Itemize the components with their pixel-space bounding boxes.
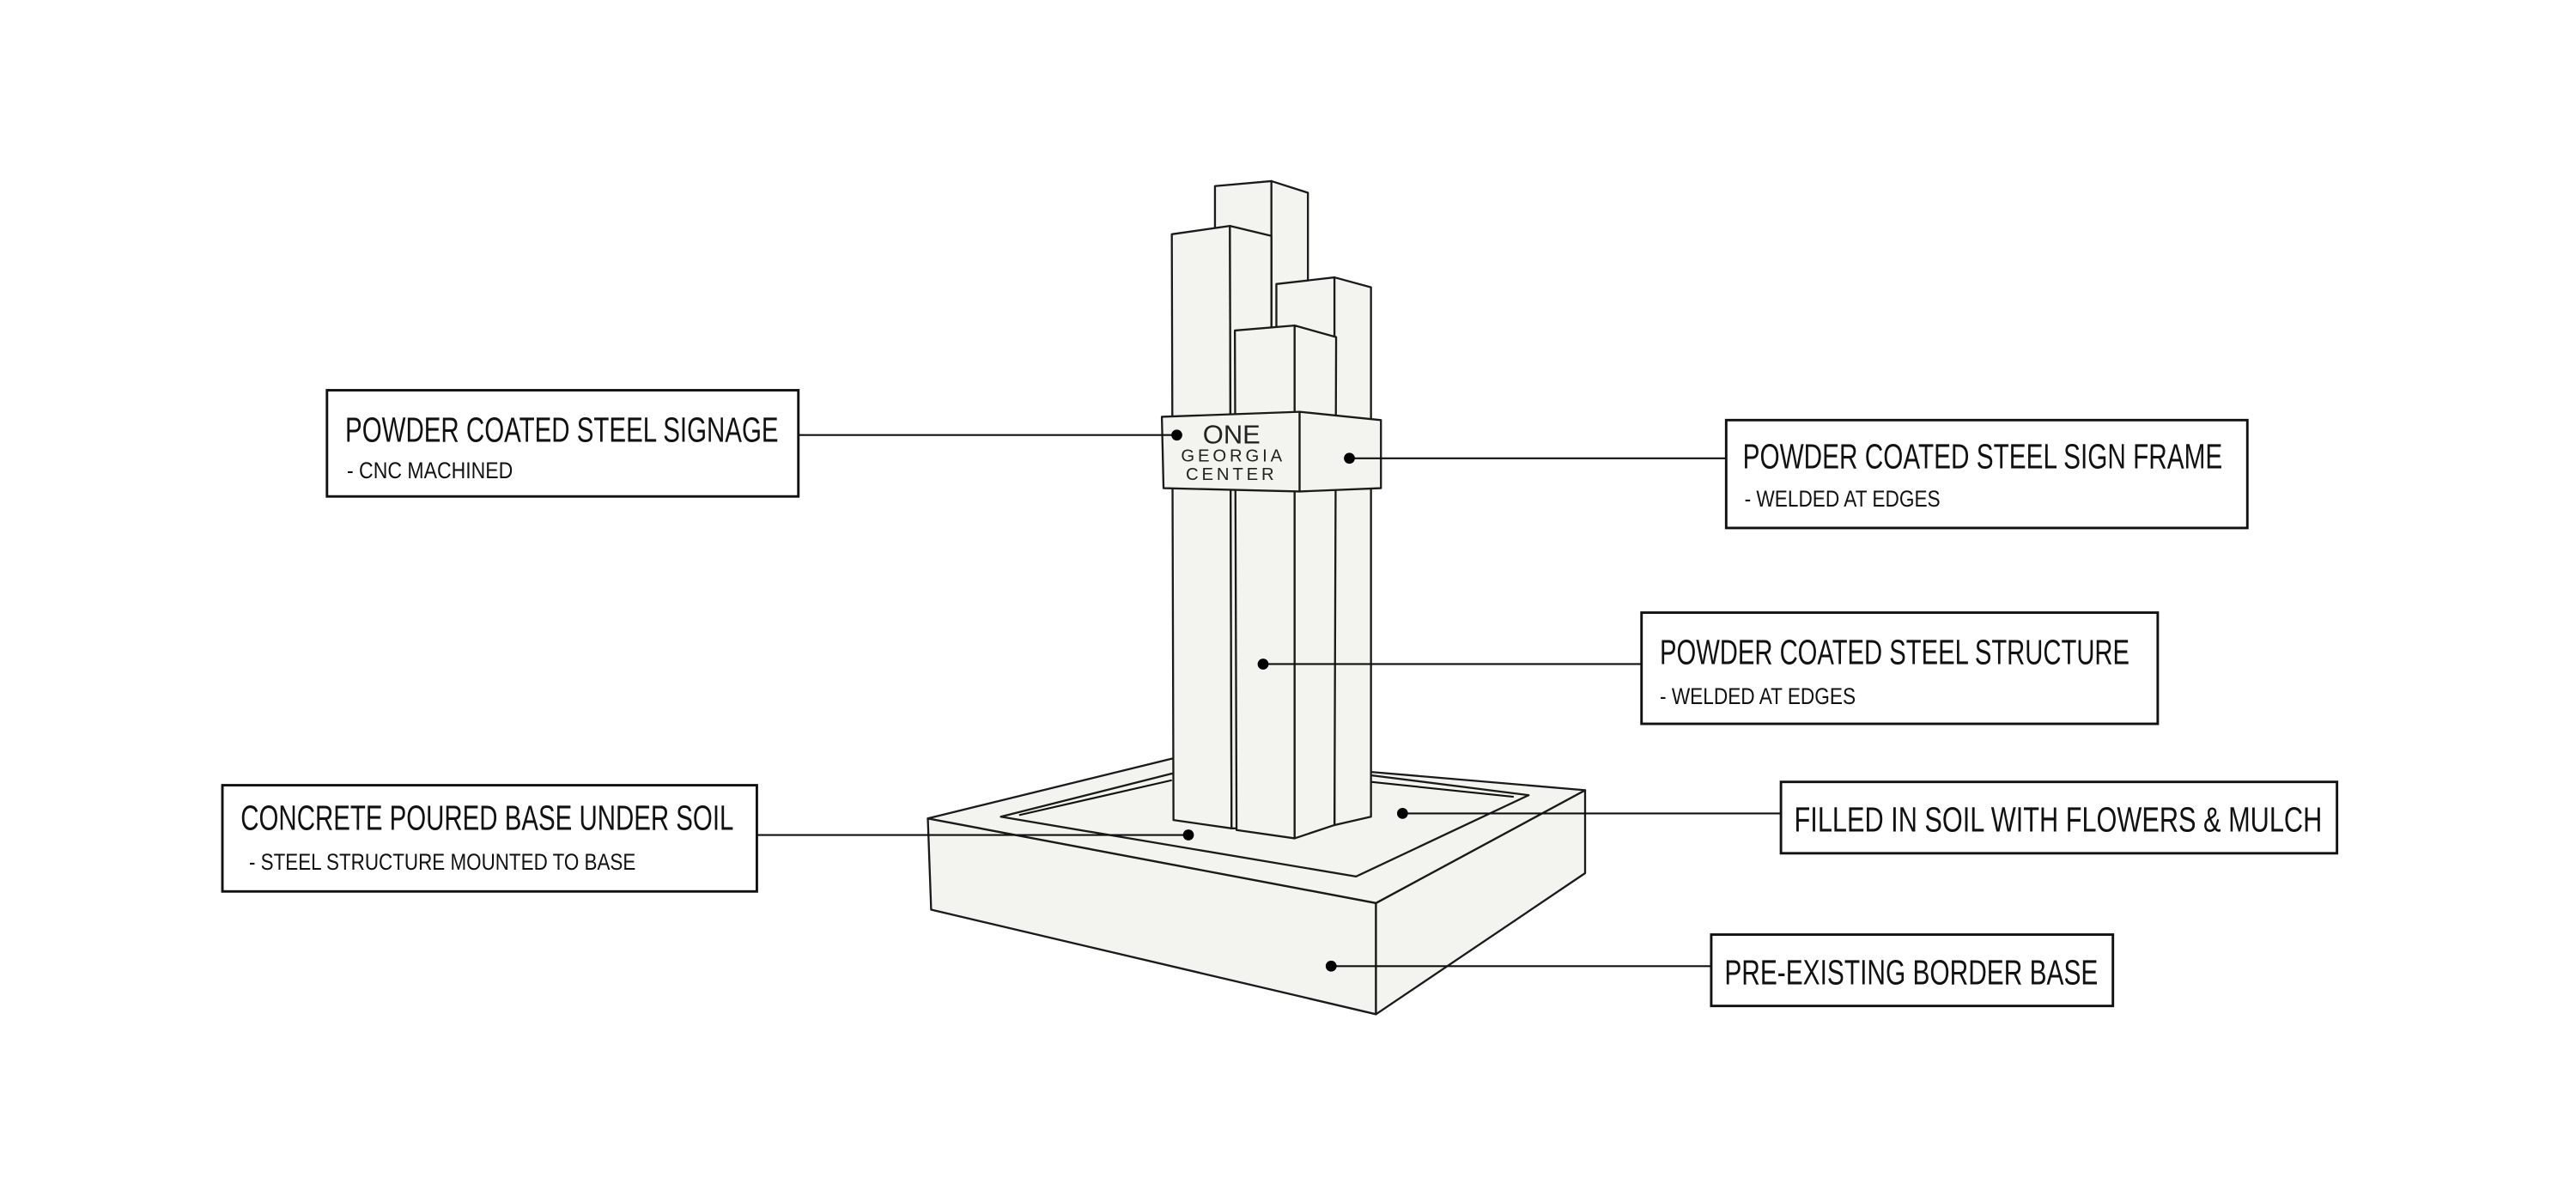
callout-title: POWDER COATED STEEL SIGN FRAME bbox=[1743, 436, 2223, 476]
sign-text-georgia: GEORGIA bbox=[1181, 447, 1285, 466]
callout-soil: FILLED IN SOIL WITH FLOWERS & MULCH bbox=[1779, 780, 2339, 855]
callout-border-base: PRE-EXISTING BORDER BASE bbox=[1710, 933, 2115, 1008]
callout-title: PRE-EXISTING BORDER BASE bbox=[1724, 953, 2098, 993]
callout-concrete-base: CONCRETE POURED BASE UNDER SOIL - STEEL … bbox=[221, 784, 758, 893]
callout-title: CONCRETE POURED BASE UNDER SOIL bbox=[240, 798, 733, 838]
callout-subtitle: - STEEL STRUCTURE MOUNTED TO BASE bbox=[249, 849, 635, 875]
callout-title: FILLED IN SOIL WITH FLOWERS & MULCH bbox=[1795, 800, 2323, 840]
callout-signage: POWDER COATED STEEL SIGNAGE - CNC MACHIN… bbox=[325, 389, 800, 498]
sign-frame: ONE GEORGIA CENTER bbox=[1160, 410, 1382, 493]
callout-title: POWDER COATED STEEL SIGNAGE bbox=[345, 410, 779, 449]
callout-sign-frame: POWDER COATED STEEL SIGN FRAME - WELDED … bbox=[1724, 418, 2249, 530]
sign-text-center: CENTER bbox=[1186, 465, 1278, 484]
callout-subtitle: - WELDED AT EDGES bbox=[1660, 683, 1856, 709]
leader-lines bbox=[756, 429, 1782, 972]
callout-title: POWDER COATED STEEL STRUCTURE bbox=[1660, 632, 2129, 671]
sign-text-one: ONE bbox=[1203, 419, 1261, 449]
callout-subtitle: - CNC MACHINED bbox=[347, 458, 513, 483]
callout-structure: POWDER COATED STEEL STRUCTURE - WELDED A… bbox=[1640, 611, 2160, 725]
callout-subtitle: - WELDED AT EDGES bbox=[1745, 486, 1941, 512]
steel-structure bbox=[1170, 179, 1372, 840]
